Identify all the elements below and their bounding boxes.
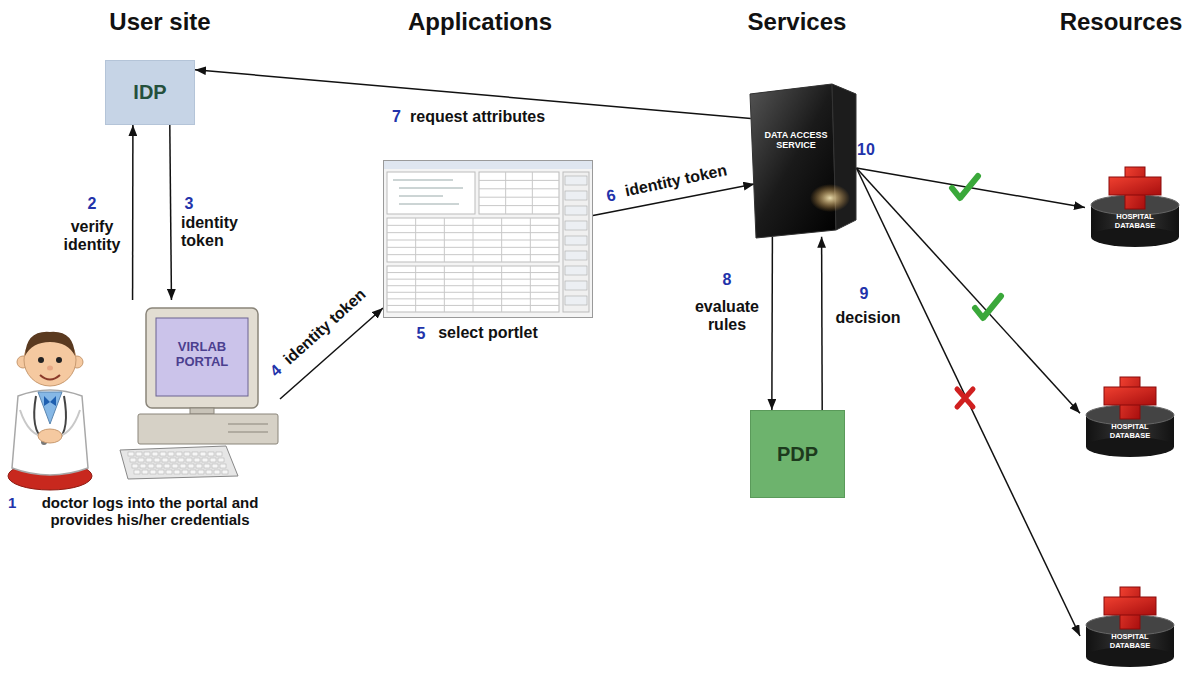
callout-number: 9: [860, 285, 869, 303]
hospital-database-art: [1080, 585, 1180, 670]
edge-label-holder: request attributes: [410, 108, 545, 126]
label-holder: Services: [717, 8, 877, 36]
column-heading: Services: [717, 8, 877, 36]
node-text: HOSPITAL DATABASE: [1095, 423, 1165, 440]
label-holder: 4: [267, 361, 286, 381]
flow-arrow: [771, 237, 773, 410]
node-text: VIRLAB PORTAL: [156, 340, 248, 370]
label-holder: Applications: [400, 8, 560, 36]
hospital-database-art: [1085, 165, 1185, 250]
edge-label-holder: identity token: [280, 285, 370, 368]
hospital-database: HOSPITAL DATABASE: [1080, 585, 1180, 670]
edge-label: decision: [836, 309, 901, 327]
label-holder: 1: [8, 494, 16, 511]
label-holder: 8: [723, 271, 732, 289]
check-mark: [952, 176, 978, 198]
label-holder: Resources: [1043, 8, 1199, 36]
node-text: PDP: [777, 443, 818, 466]
edge-label: verify identity: [56, 218, 128, 255]
portlet-screen-art: [383, 160, 593, 318]
policy-decision-box: PDP: [750, 410, 845, 498]
label-holder: 7: [392, 108, 401, 126]
label-holder: 3: [185, 195, 194, 213]
caption-text: doctor logs into the portal and provides…: [20, 494, 280, 529]
callout-number: 7: [392, 108, 401, 126]
hospital-database: HOSPITAL DATABASE: [1085, 165, 1185, 250]
edge-label: identity token: [280, 285, 370, 368]
callout-number: 4: [267, 361, 286, 381]
node-text: HOSPITAL DATABASE: [1095, 633, 1165, 650]
doctor-figure: [8, 332, 92, 490]
edge-label: request attributes: [410, 108, 545, 126]
column-heading: Resources: [1043, 8, 1199, 36]
callout-number: 5: [417, 325, 426, 343]
label-holder: doctor logs into the portal and provides…: [20, 494, 280, 529]
callout-number: 3: [185, 195, 194, 213]
edge-label-holder: identity token: [181, 214, 259, 251]
edge-label-holder: decision: [836, 309, 901, 327]
label-holder: 10: [857, 141, 875, 159]
edge-label: identity token: [181, 214, 259, 251]
label-holder: 5: [417, 325, 426, 343]
portal-computer-art: [118, 300, 280, 480]
column-heading: Applications: [400, 8, 560, 36]
node-text: IDP: [133, 81, 166, 104]
edge-label-holder: verify identity: [56, 218, 128, 255]
callout-number: 2: [88, 195, 97, 213]
flow-arrow: [821, 237, 823, 410]
data-access-server: DATA ACCESS SERVICE: [740, 80, 860, 240]
edge-label: evaluate rules: [687, 298, 767, 335]
flow-arrow: [132, 125, 134, 300]
edge-label-holder: evaluate rules: [687, 298, 767, 335]
data-access-server-art: [740, 80, 860, 240]
identity-provider-box: IDP: [105, 60, 195, 125]
node-text: select portlet: [383, 324, 593, 342]
hospital-database-art: [1080, 375, 1180, 460]
label-holder: 2: [88, 195, 97, 213]
callout-number: 10: [857, 141, 875, 159]
cross-mark: [957, 389, 973, 407]
flow-arrow: [170, 125, 172, 300]
portlet-screen: select portlet: [383, 160, 593, 345]
label-holder: 6: [605, 186, 618, 206]
edge-label: identity token: [623, 161, 729, 201]
label-holder: User site: [80, 8, 240, 36]
edge-label-holder: identity token: [623, 161, 729, 201]
callout-number: 6: [605, 186, 618, 206]
label-holder: 9: [860, 285, 869, 303]
flow-arrow: [856, 168, 1080, 413]
callout-number: 8: [723, 271, 732, 289]
flow-arrow: [856, 168, 1080, 636]
column-heading: User site: [80, 8, 240, 36]
node-text: DATA ACCESS SERVICE: [760, 130, 832, 151]
flow-arrow: [856, 168, 1085, 208]
node-text: HOSPITAL DATABASE: [1100, 213, 1170, 230]
callout-number: 1: [8, 494, 16, 511]
portal-computer: VIRLAB PORTAL: [118, 300, 280, 480]
hospital-database: HOSPITAL DATABASE: [1080, 375, 1180, 460]
check-mark: [975, 296, 1001, 318]
